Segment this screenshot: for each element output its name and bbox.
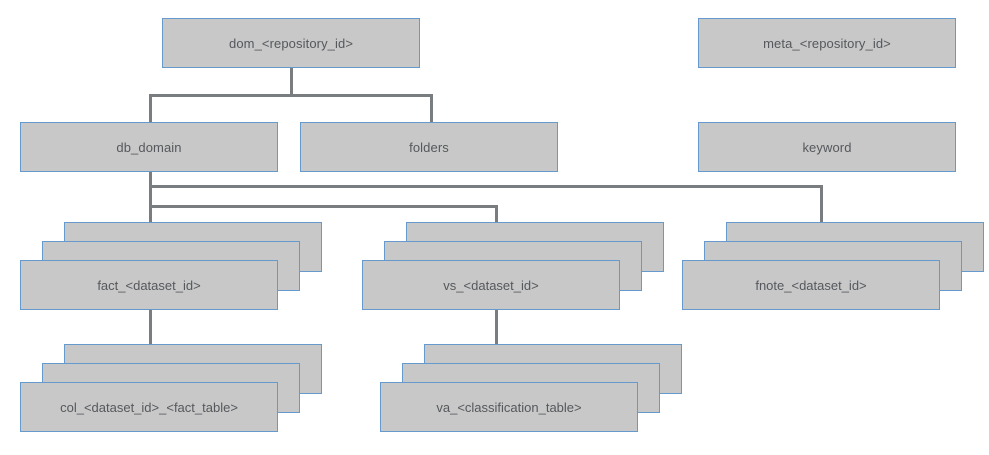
node-label: fact_<dataset_id> xyxy=(97,277,201,293)
node-vs-dataset[interactable]: vs_<dataset_id> xyxy=(362,260,620,310)
node-stack-fnote-dataset[interactable]: fnote_<dataset_id> xyxy=(682,222,989,318)
connector-dom-stem xyxy=(290,68,293,97)
node-label: dom_<repository_id> xyxy=(228,35,354,51)
connector-db-domain-to-fnote-bus xyxy=(149,185,823,188)
node-label: col_<dataset_id>_<fact_table> xyxy=(60,399,238,415)
connector-dom-bus xyxy=(149,94,433,97)
node-db-domain[interactable]: db_domain xyxy=(20,122,278,172)
node-keyword[interactable]: keyword xyxy=(698,122,956,172)
node-stack-col-dataset-fact-table[interactable]: col_<dataset_id>_<fact_table> xyxy=(20,344,340,440)
node-fnote-dataset[interactable]: fnote_<dataset_id> xyxy=(682,260,940,310)
node-fact-dataset[interactable]: fact_<dataset_id> xyxy=(20,260,278,310)
node-dom-repository[interactable]: dom_<repository_id> xyxy=(162,18,420,68)
node-folders[interactable]: folders xyxy=(300,122,558,172)
node-va-classification-table[interactable]: va_<classification_table> xyxy=(380,382,638,432)
node-label: db_domain xyxy=(116,139,182,155)
node-label: fnote_<dataset_id> xyxy=(755,277,867,293)
node-label: vs_<dataset_id> xyxy=(443,277,539,293)
node-meta-repository[interactable]: meta_<repository_id> xyxy=(698,18,956,68)
node-label: va_<classification_table> xyxy=(436,399,582,415)
node-stack-fact-dataset[interactable]: fact_<dataset_id> xyxy=(20,222,340,318)
connector-db-domain-to-vs-bus xyxy=(149,205,498,208)
node-stack-vs-dataset[interactable]: vs_<dataset_id> xyxy=(362,222,682,318)
node-stack-va-classification-table[interactable]: va_<classification_table> xyxy=(380,344,700,440)
connector-db-domain-stem xyxy=(149,172,152,264)
node-label: meta_<repository_id> xyxy=(763,35,891,51)
node-label: folders xyxy=(409,139,449,155)
connector-dom-to-folders xyxy=(430,94,433,122)
node-col-dataset-fact-table[interactable]: col_<dataset_id>_<fact_table> xyxy=(20,382,278,432)
node-label: keyword xyxy=(802,139,852,155)
connector-dom-to-db-domain xyxy=(149,94,152,122)
